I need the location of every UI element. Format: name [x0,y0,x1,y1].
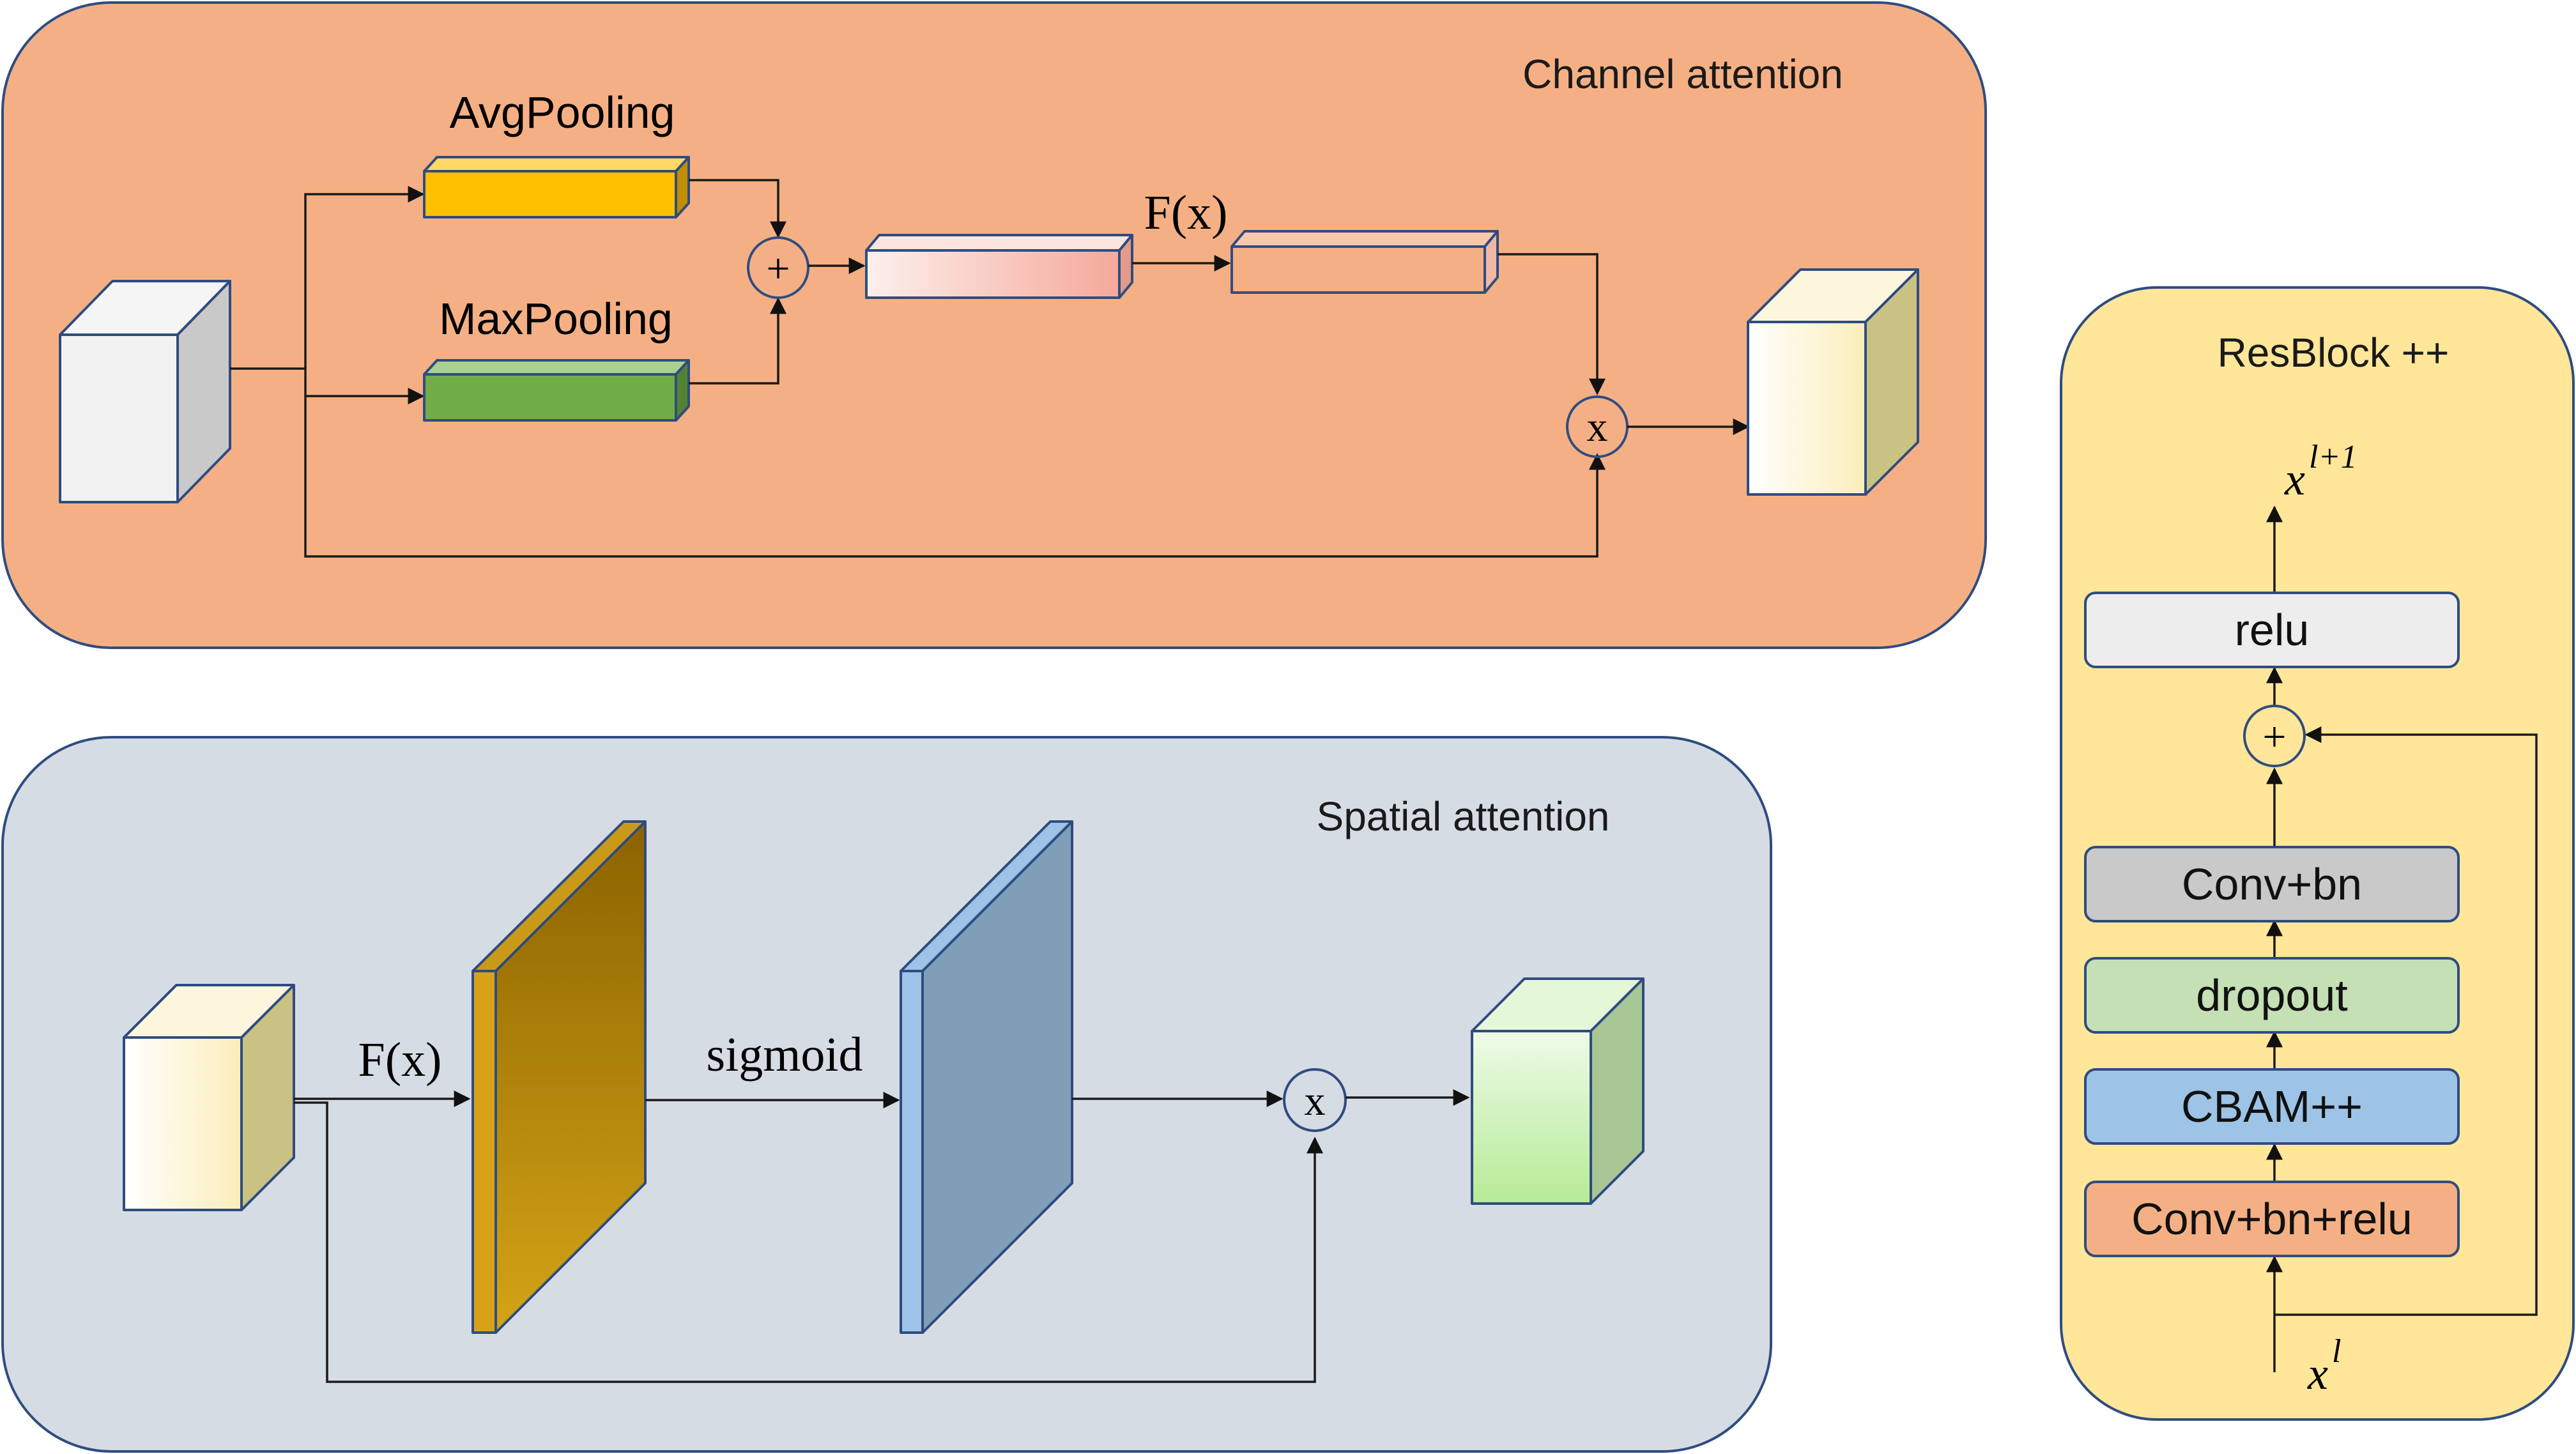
channel-weight-bar [1230,230,1499,294]
relu-block [2084,592,2460,668]
avgpool-bar [423,156,690,218]
spatial-fx-label: F(x) [358,1033,442,1087]
channel-multiply-symbol: x [1587,404,1608,450]
avgpool-branch-line [304,186,425,369]
resblock-title: ResBlock ++ [2218,330,2450,376]
resblock-add-circle [2243,705,2306,767]
spatial-skip-line [294,1101,1323,1383]
spatial-multiply-symbol: x [1305,1078,1326,1124]
conv-bn-relu-label: Conv+bn+relu [2131,1194,2412,1244]
spatial-output-cube [1471,977,1644,1205]
spatial-input-cube [123,984,295,1211]
spatial-attention-title: Spatial attention [1317,793,1610,839]
relu-label: relu [2235,605,2310,655]
channel-attention-background [1,1,1987,649]
channel-add-symbol: + [766,245,790,292]
resblock-output-var: x [2284,454,2305,505]
dropout-block [2084,957,2460,1034]
maxpool-to-add-line [689,297,786,385]
conv-bn-relu-block [2084,1181,2460,1257]
cbam-label: CBAM++ [2181,1082,2363,1131]
weight-to-mul-line [1498,253,1606,395]
spatial-weight-slab [900,820,1073,1334]
conv-bn-block [2084,846,2460,922]
channel-fx-label: F(x) [1144,186,1228,240]
channel-input-line [230,367,1606,558]
spatial-multiply-circle [1283,1068,1347,1132]
resblock-input-var: x [2307,1348,2328,1399]
channel-attention-panel: Channel attention AvgPooling MaxPooling [1,1,1987,649]
resblock-output-sup: l+1 [2309,439,2358,475]
channel-output-cube [1747,268,1919,496]
channel-attention-title: Channel attention [1522,51,1843,97]
sigmoid-label: sigmoid [707,1028,863,1082]
conv-bn-label: Conv+bn [2182,859,2362,909]
resblock-input-sup: l [2332,1333,2341,1370]
avgpool-label: AvgPooling [450,88,675,137]
maxpool-bar [423,359,690,422]
channel-input-cube [59,280,231,503]
avgpool-to-add-line [689,179,786,238]
cbam-block [2084,1068,2460,1145]
channel-add-circle [747,236,809,299]
resblock-add-symbol: + [2262,714,2286,760]
dropout-label: dropout [2196,970,2347,1020]
spatial-feature-slab [471,820,647,1334]
spatial-attention-panel: Spatial attention F(x) sigmoid x [1,736,1772,1453]
channel-feature-bar [865,234,1133,299]
residual-skip-line [2274,726,2538,1316]
maxpool-label: MaxPooling [439,294,673,344]
